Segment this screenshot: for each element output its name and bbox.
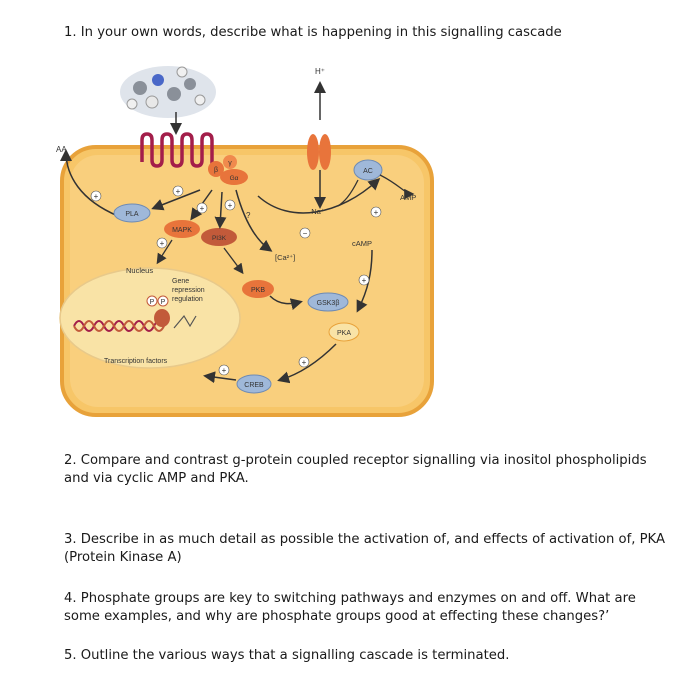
diagram-label: + bbox=[176, 187, 181, 196]
diagram-label: + bbox=[228, 201, 233, 210]
diagram-label: β bbox=[214, 167, 218, 174]
ligand-molecule-icon bbox=[120, 66, 216, 118]
diagram-label: + bbox=[302, 358, 307, 367]
creb bbox=[236, 374, 272, 394]
diagram-label: − bbox=[303, 229, 308, 238]
pkb bbox=[242, 280, 274, 298]
diagram-label: regulation bbox=[172, 296, 203, 303]
diagram-label: CREB bbox=[244, 382, 264, 389]
question-3: 3. Describe in as much detail as possibl… bbox=[64, 532, 665, 565]
pka bbox=[328, 322, 360, 342]
diagram-label: [Ca²⁺] bbox=[275, 253, 295, 262]
signalling-cascade-figure: β γ Gα AA + H⁺ Na⁺ AC − AMP + cAMP + PLA… bbox=[56, 66, 434, 417]
diagram-label: γ bbox=[228, 160, 232, 167]
diagram-label: P bbox=[150, 299, 155, 306]
diagram-label: P bbox=[161, 299, 166, 306]
diagram-label: Nucleus bbox=[126, 266, 153, 275]
diagram-label: GSK3β bbox=[317, 300, 340, 307]
question-1: 1. In your own words, describe what is h… bbox=[64, 25, 562, 40]
diagram-label: + bbox=[222, 366, 227, 375]
diagram-label: Gα bbox=[230, 175, 239, 182]
diagram-label: H⁺ bbox=[315, 67, 325, 76]
diagram-label: + bbox=[374, 208, 379, 217]
question-5: 5. Outline the various ways that a signa… bbox=[64, 648, 510, 663]
diagram-label: AC bbox=[363, 168, 373, 175]
question-4: 4. Phosphate groups are key to switching… bbox=[64, 591, 636, 624]
diagram-label: cAMP bbox=[352, 239, 372, 248]
diagram-label: PKA bbox=[337, 330, 351, 337]
diagram-label: PI3K bbox=[212, 235, 227, 242]
diagram-label: + bbox=[362, 276, 367, 285]
question-2: 2. Compare and contrast g-protein couple… bbox=[64, 453, 647, 486]
diagram-label: + bbox=[160, 239, 165, 248]
diagram-label: PKB bbox=[251, 287, 265, 294]
diagram-label: AA bbox=[56, 145, 67, 154]
diagram-label: ? bbox=[246, 211, 251, 220]
diagram-label: AMP bbox=[400, 193, 416, 202]
mapk bbox=[164, 220, 200, 238]
diagram-label: MAPK bbox=[172, 227, 192, 234]
diagram-label: + bbox=[94, 192, 99, 201]
gsk3b bbox=[307, 292, 349, 312]
diagram-label: repression bbox=[172, 287, 205, 294]
nucleus bbox=[59, 267, 241, 369]
dna-icon bbox=[73, 320, 165, 332]
diagram-label: + bbox=[200, 204, 205, 213]
pi3k bbox=[201, 228, 237, 246]
diagram-label: PLA bbox=[125, 211, 139, 218]
pla2 bbox=[113, 203, 151, 223]
g-gamma bbox=[223, 155, 237, 169]
ion-channel-icon bbox=[307, 134, 331, 170]
g-beta bbox=[208, 161, 224, 177]
diagram-label: Transcription factors bbox=[104, 358, 168, 365]
diagram-label: Gene bbox=[172, 278, 189, 285]
receptor-icon bbox=[140, 132, 214, 168]
g-alpha bbox=[220, 169, 248, 185]
